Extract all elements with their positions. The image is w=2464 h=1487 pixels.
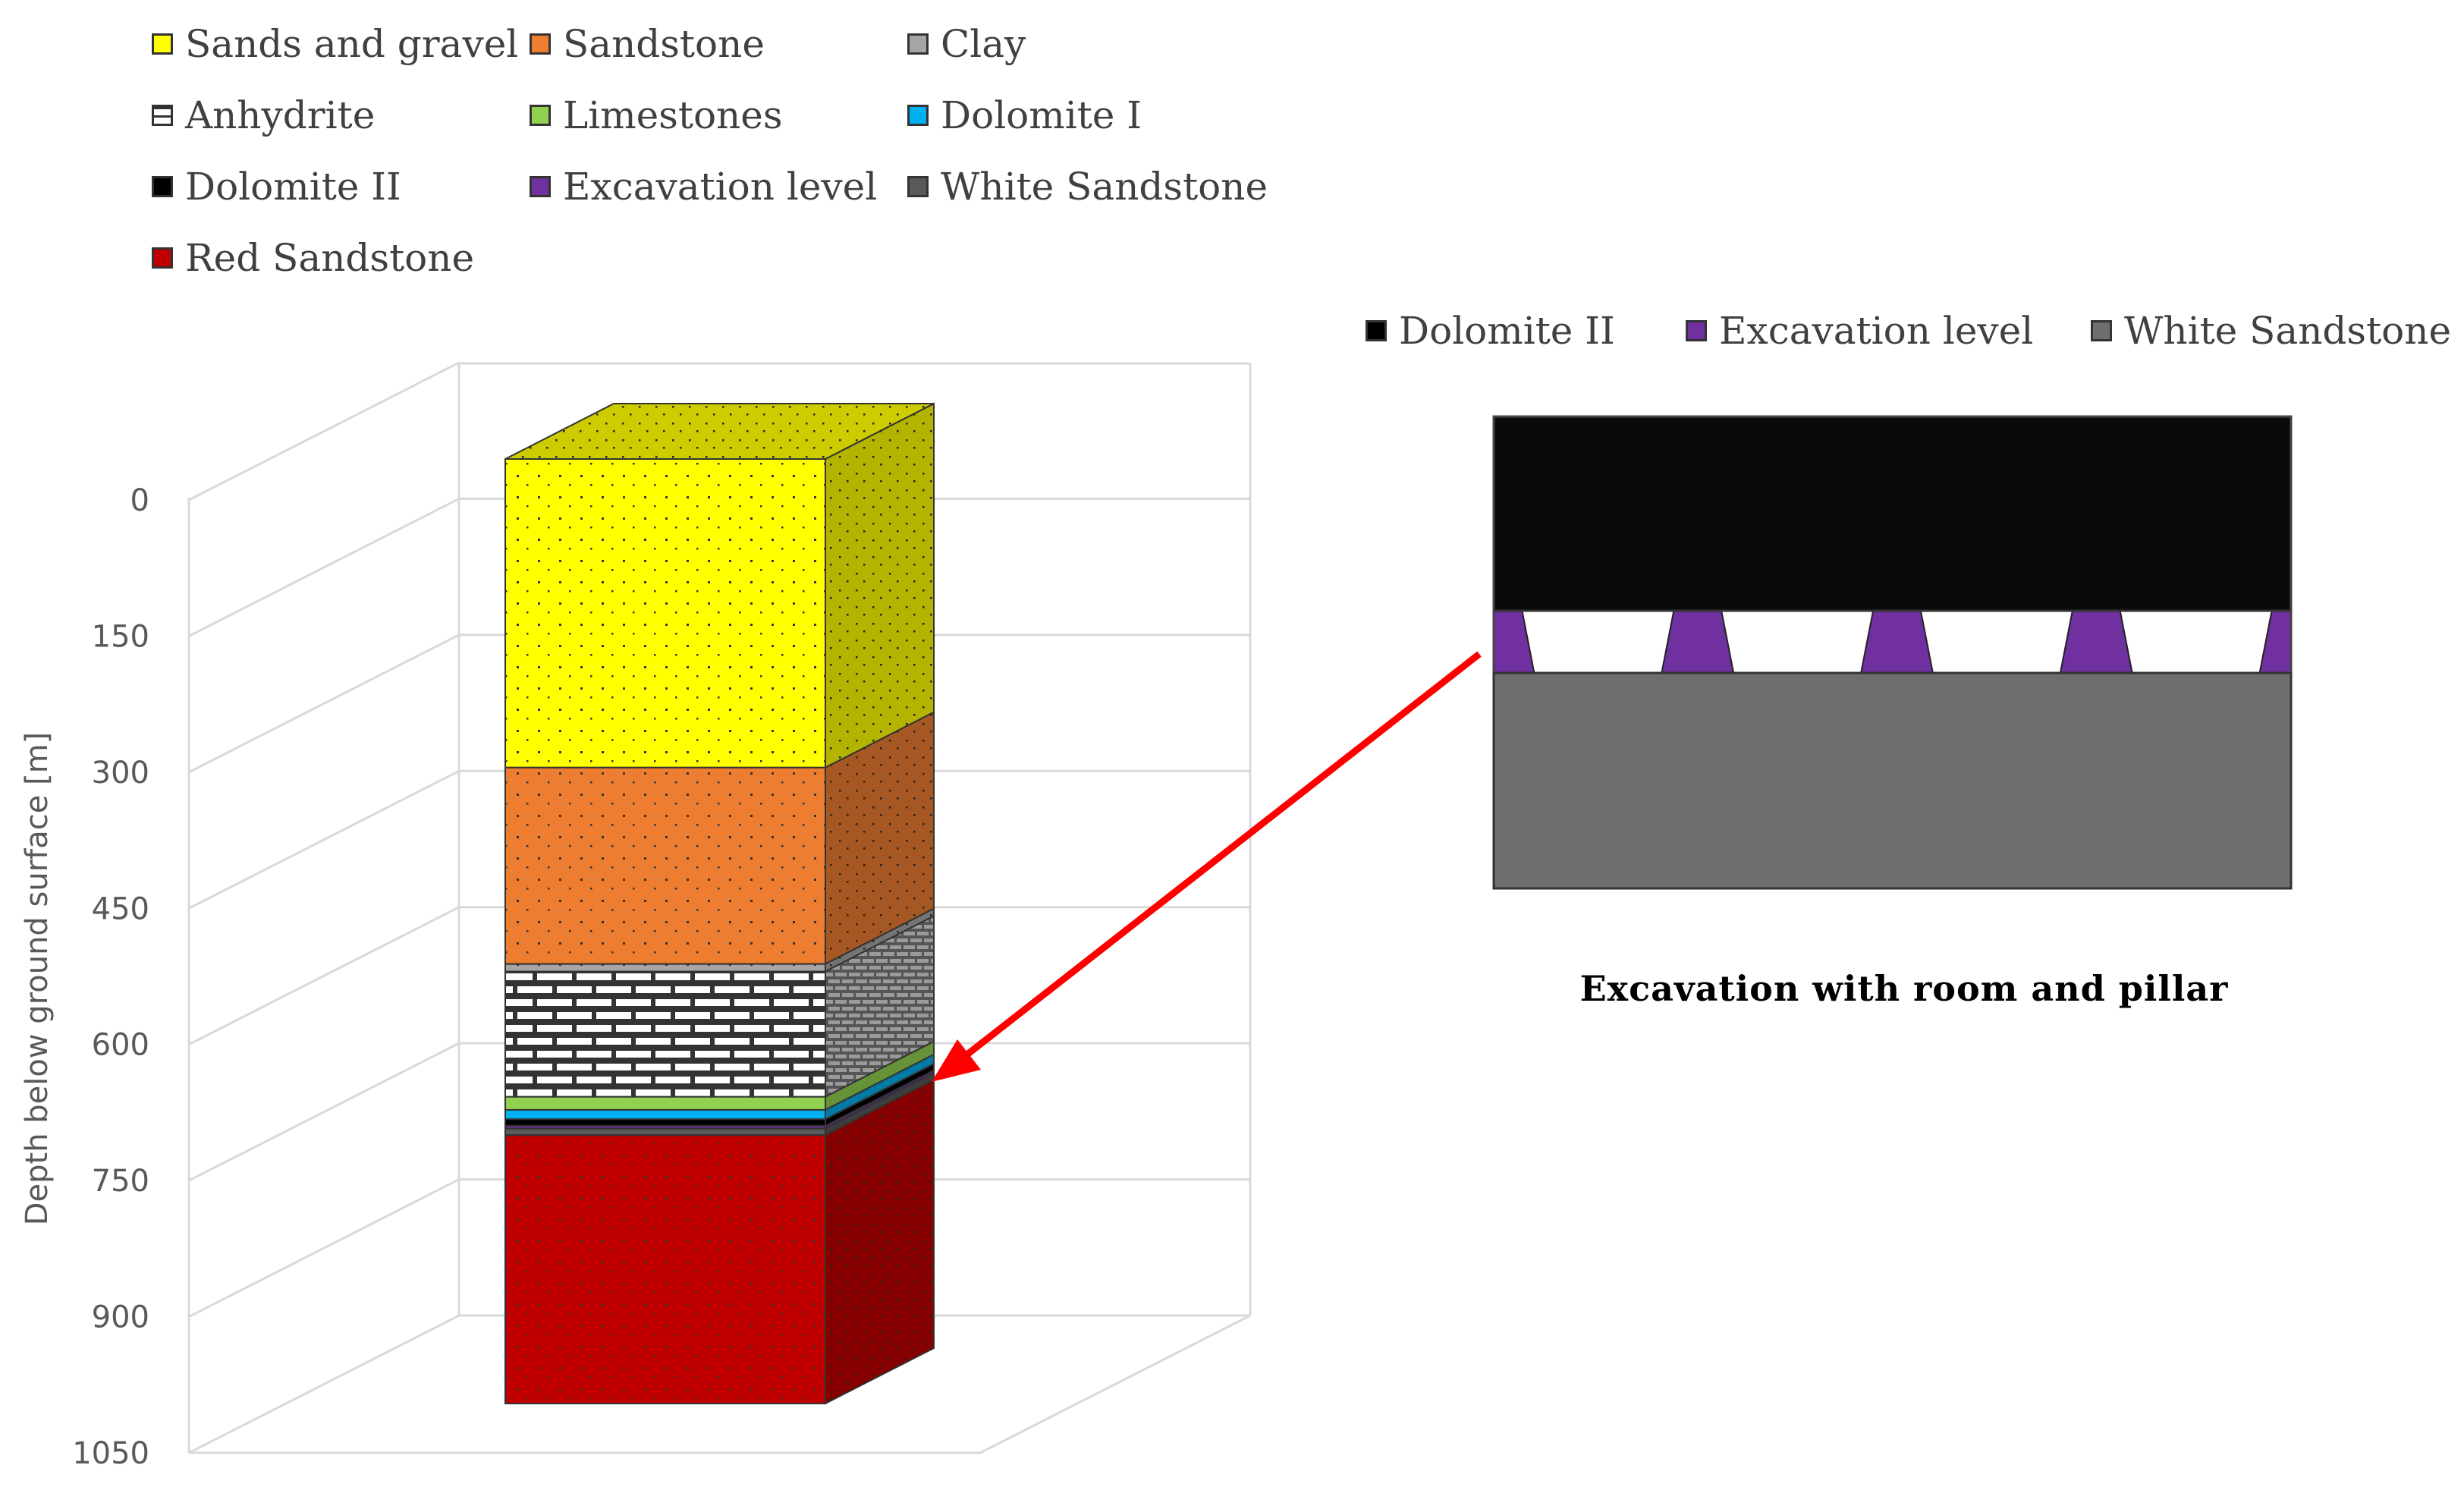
legend-label: Dolomite II: [1399, 309, 1615, 353]
legend-item-sandstone: Sandstone: [530, 21, 765, 67]
swatch-dolomite-ii-icon: [1366, 320, 1387, 341]
legend-item-excavation-level: Excavation level: [530, 164, 877, 209]
swatch-excavation-level-icon: [530, 176, 551, 197]
layer-front-texture: [505, 1135, 825, 1404]
layer-front-texture: [505, 459, 825, 768]
layer-front-face: [504, 1118, 826, 1127]
gridline-diagonal: [188, 769, 460, 910]
legend-label: White Sandstone: [941, 165, 1268, 209]
gridline-diagonal: [188, 498, 460, 637]
legend-label: Anhydrite: [185, 93, 376, 137]
gridline-diagonal: [188, 1178, 460, 1318]
layer-front-face: [504, 1108, 826, 1121]
layer-front-face: [504, 1096, 826, 1111]
y-tick-label: 450: [92, 891, 149, 926]
legend-label: Sands and gravel: [185, 22, 519, 66]
swatch-red-sandstone-icon: [152, 247, 173, 269]
layer-dolomite-i: [504, 1053, 935, 1121]
legend-label: Dolomite II: [185, 165, 401, 209]
legend-label: Dolomite I: [941, 93, 1142, 137]
legend-item-red-sandstone: Red Sandstone: [152, 235, 474, 281]
arrow-shaft: [955, 651, 1482, 1065]
y-tick-label: 150: [92, 619, 149, 654]
y-tick-label: 1050: [72, 1436, 149, 1471]
swatch-white-sandstone-icon: [907, 176, 929, 197]
legend-item-limestones: Limestones: [530, 93, 783, 138]
layer-side-texture: [825, 908, 934, 972]
layer-red-sandstone: [504, 1078, 935, 1405]
layer-side-texture: [825, 712, 934, 964]
swatch-dolomite-ii-icon: [152, 176, 173, 197]
layer-clay: [504, 907, 935, 973]
layer-front-face: [504, 1127, 826, 1136]
swatch-sands-and-gravel-icon: [152, 33, 173, 55]
swatch-clay-icon: [907, 33, 929, 55]
legend-label: White Sandstone: [2124, 309, 2452, 353]
inset-legend-item-excavation-level: Excavation level: [1686, 308, 2033, 354]
gridline-diagonal: [188, 361, 460, 501]
legend-label: Red Sandstone: [185, 236, 475, 280]
legend-item-dolomite-ii: Dolomite II: [152, 164, 401, 209]
legend-label: Excavation level: [1719, 309, 2034, 353]
y-tick-label: 0: [130, 483, 149, 518]
room-void: [2119, 610, 2273, 674]
floor-right-edge: [979, 1314, 1251, 1454]
layer-top-texture: [505, 404, 934, 459]
legend-label: Excavation level: [563, 165, 878, 209]
swatch-limestones-icon: [530, 105, 551, 126]
swatch-anhydrite-icon: [152, 105, 173, 126]
rooms: [1494, 609, 2291, 674]
legend-item-sands-and-gravel: Sands and gravel: [152, 21, 518, 67]
layer-front-texture: [505, 767, 825, 964]
room-void: [1720, 610, 1875, 674]
layer-sands-and-gravel: [504, 402, 935, 769]
legend-item-clay: Clay: [907, 21, 1026, 67]
room-void: [1919, 610, 2074, 674]
room-and-pillar-schematic: [1492, 415, 2293, 890]
layer-side-texture: [825, 404, 934, 768]
gridline-diagonal: [188, 906, 460, 1046]
pointer-arrow: [932, 651, 1482, 1082]
layer-side-texture: [825, 1080, 934, 1404]
floor-left-edge: [188, 1314, 460, 1454]
layer-front-texture: [504, 970, 826, 1098]
y-tick-labels: 0 150 300 450 600 750 900 1050: [72, 483, 149, 1471]
legend-label: Clay: [941, 22, 1026, 66]
y-tick-label: 600: [92, 1028, 149, 1063]
dolomite-ii-block: [1492, 415, 2293, 612]
gridline-diagonal: [188, 633, 460, 774]
inset-caption: Excavation with room and pillar: [1579, 968, 2229, 1009]
stratigraphic-column: [504, 402, 935, 1405]
white-sandstone-block: [1492, 671, 2293, 890]
y-tick-label: 750: [92, 1164, 149, 1199]
layer-limestones: [504, 1040, 935, 1111]
room-void: [1521, 610, 1675, 674]
y-tick-label: 300: [92, 756, 149, 791]
legend-item-white-sandstone: White Sandstone: [907, 164, 1268, 209]
y-axis-label: Depth below ground surface [m]: [20, 732, 55, 1226]
legend-item-dolomite-i: Dolomite I: [907, 93, 1142, 138]
layer-anhydrite: [504, 914, 935, 1099]
inset-legend-item-white-sandstone: White Sandstone: [2091, 308, 2451, 354]
y-tick-label: 900: [92, 1300, 149, 1335]
inset-legend-item-dolomite-ii: Dolomite II: [1366, 308, 1615, 354]
swatch-sandstone-icon: [530, 33, 551, 55]
arrow-head-icon: [932, 1039, 981, 1082]
swatch-white-sandstone-icon: [2091, 320, 2112, 341]
legend-label: Sandstone: [563, 22, 765, 66]
swatch-dolomite-i-icon: [907, 105, 929, 126]
layer-front-texture: [505, 964, 825, 972]
layer-sandstone: [504, 711, 935, 966]
legend-item-anhydrite: Anhydrite: [152, 93, 375, 138]
swatch-excavation-level-icon: [1686, 320, 1707, 341]
legend-label: Limestones: [563, 93, 783, 137]
gridline-diagonal: [188, 1042, 460, 1182]
